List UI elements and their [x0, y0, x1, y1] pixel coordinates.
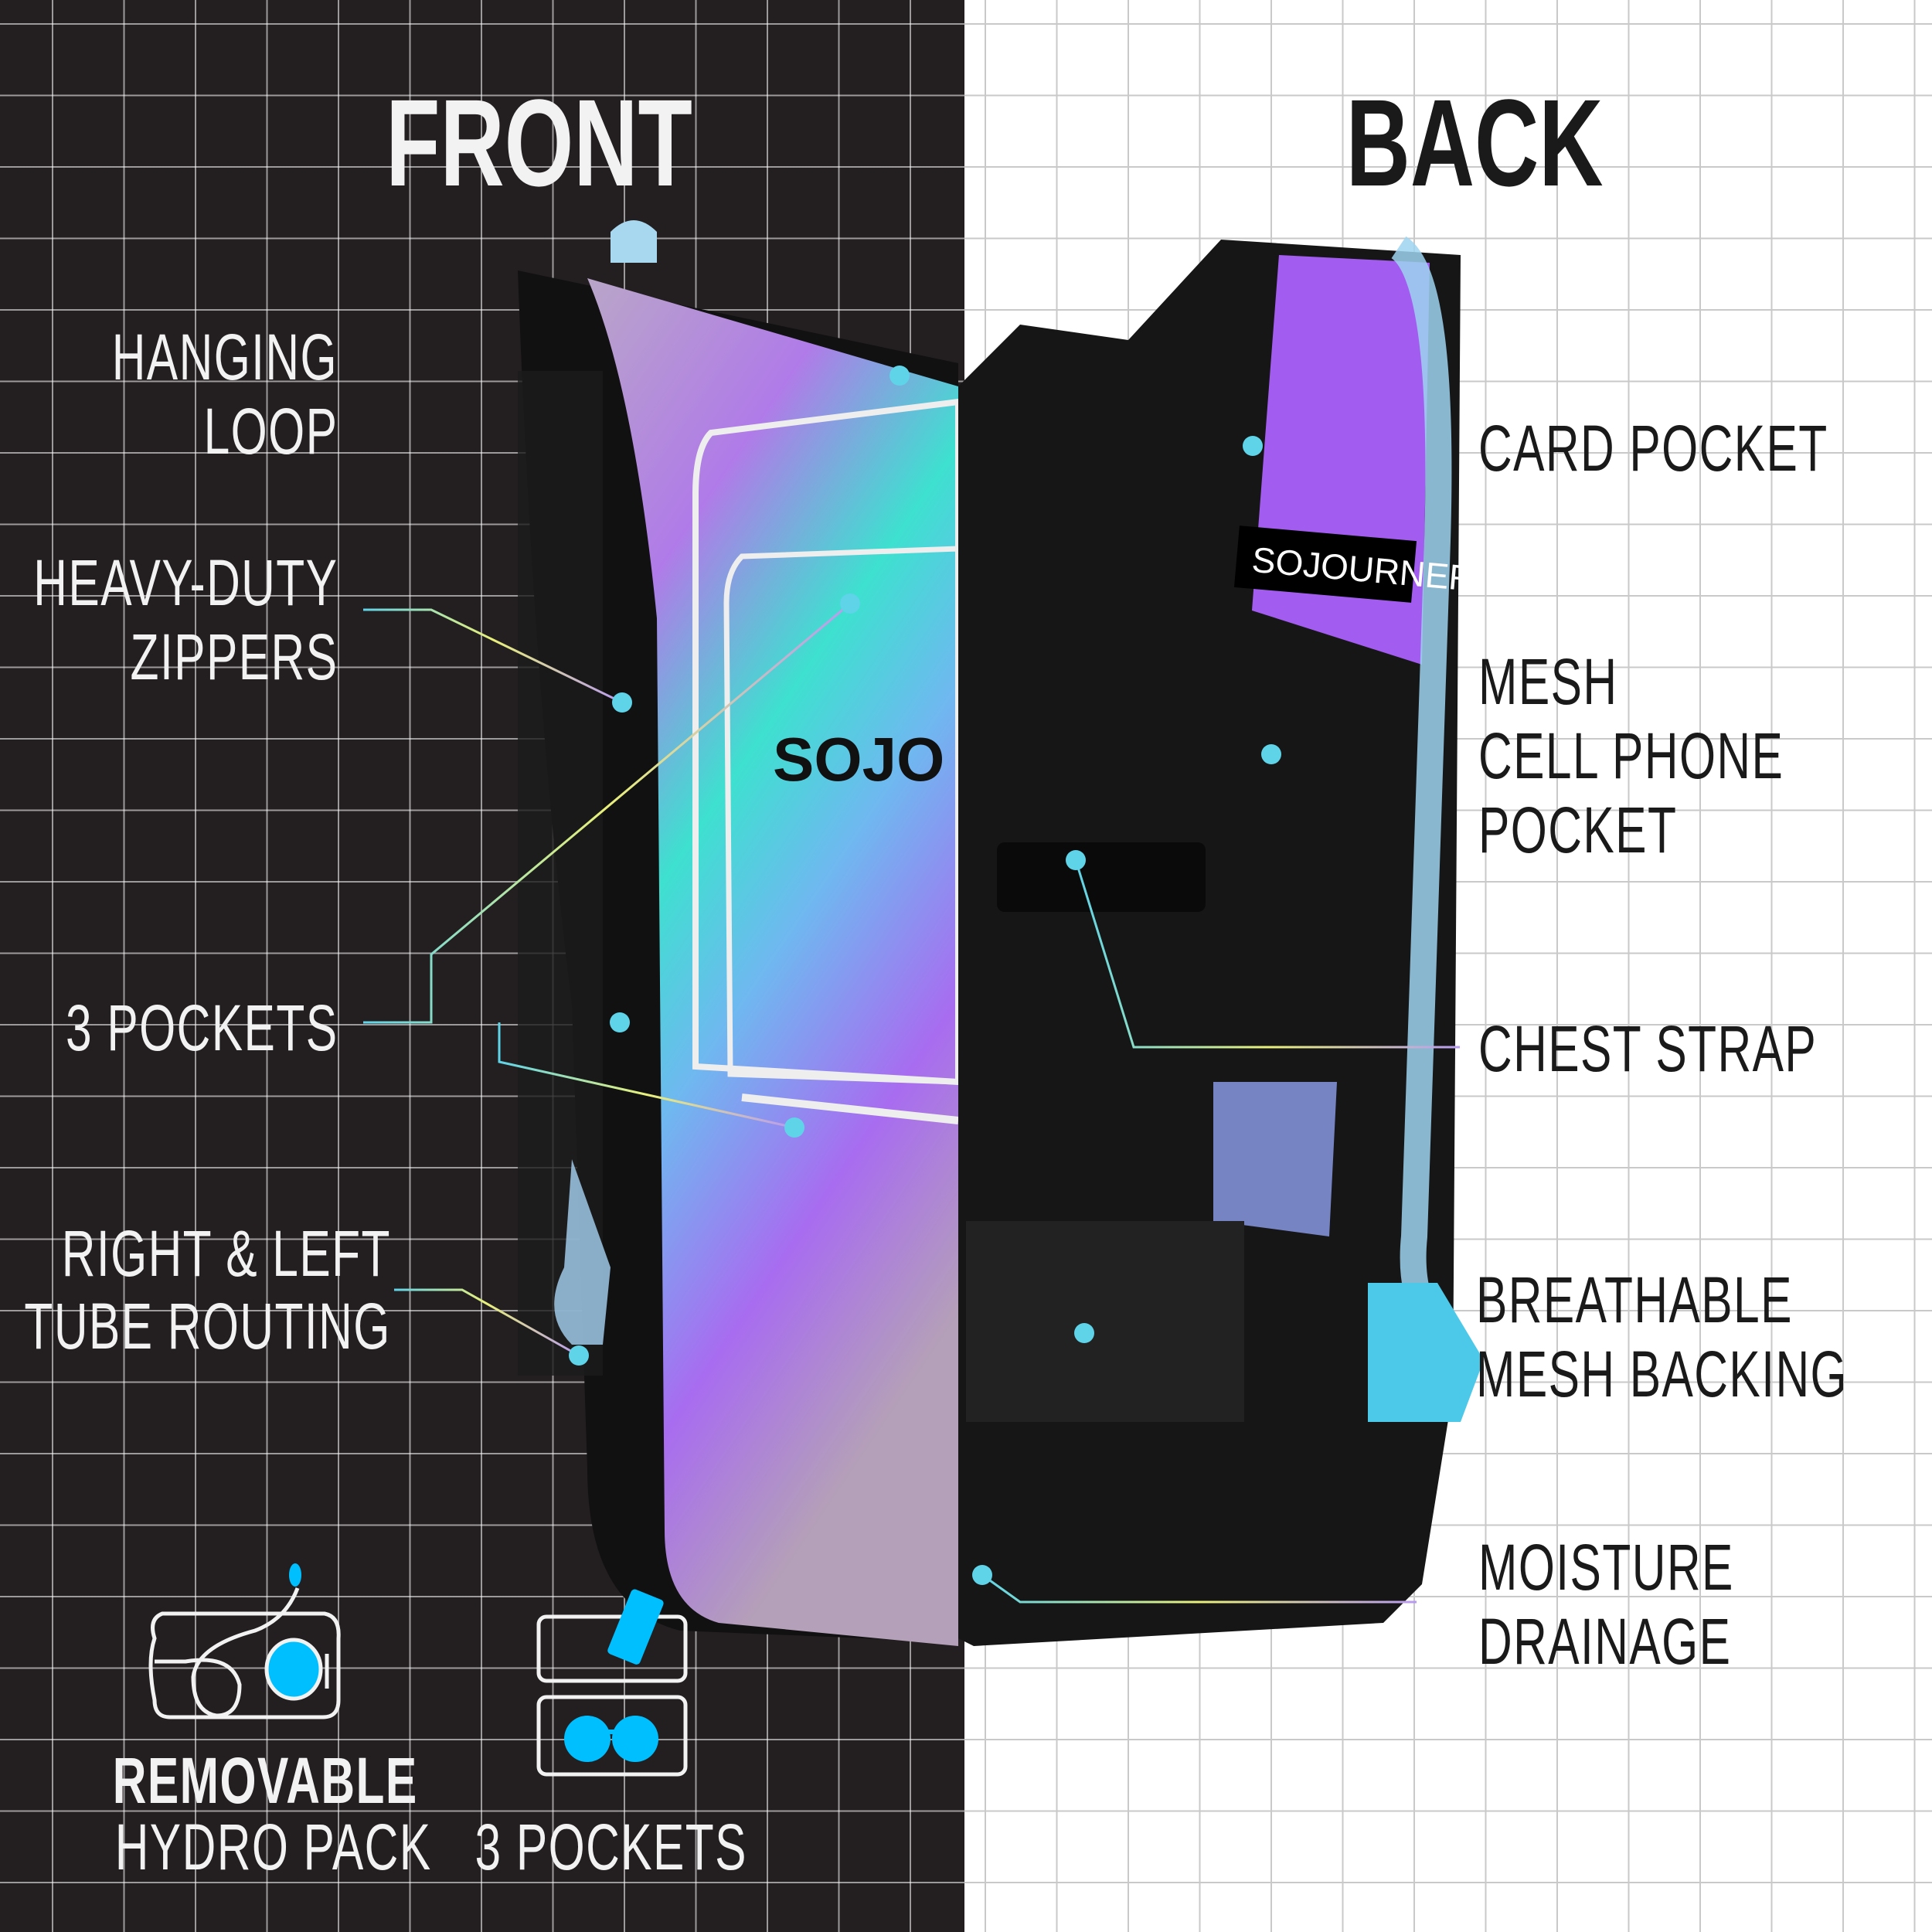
label-tube-routing: RIGHT & LEFT — [61, 1217, 391, 1290]
label-mesh-backing: BREATHABLE — [1476, 1264, 1793, 1336]
label-mesh-backing-2: MESH BACKING — [1476, 1338, 1849, 1410]
label-cell-pocket-3: POCKET — [1478, 794, 1678, 866]
callout-pocket-1 — [363, 602, 851, 1024]
callout-chest-strap — [1074, 859, 1460, 1049]
label-chest-strap: CHEST STRAP — [1478, 1012, 1818, 1085]
hydration-bladder-icon — [148, 1563, 341, 1719]
phone-icon — [607, 1589, 664, 1665]
front-title: FRONT — [386, 73, 692, 212]
label-heavy-duty-zippers-2: ZIPPERS — [130, 621, 338, 693]
label-drainage: MOISTURE — [1478, 1531, 1734, 1604]
callout-dots — [569, 366, 1281, 1585]
badge-pockets-line1: 3 POCKETS — [474, 1811, 748, 1883]
callout-lines — [363, 374, 1478, 1604]
front-backpack — [518, 220, 961, 1646]
label-card-pocket: CARD POCKET — [1478, 412, 1828, 485]
back-title: BACK — [1345, 73, 1604, 212]
callout-tube-routing — [394, 1288, 580, 1357]
label-drainage-2: DRAINAGE — [1478, 1605, 1732, 1678]
sunglasses-icon — [564, 1716, 658, 1762]
back-backpack: SOJOURNER — [958, 236, 1484, 1646]
callout-pocket-3 — [498, 1022, 795, 1129]
label-cell-pocket: MESH — [1478, 645, 1618, 718]
label-3-pockets: 3 POCKETS — [65, 992, 338, 1064]
label-hanging-loop-2: LOOP — [203, 395, 338, 468]
front-logo: SOJO — [773, 725, 944, 794]
label-cell-pocket-2: CELL PHONE — [1478, 719, 1784, 792]
label-heavy-duty-zippers: HEAVY-DUTY — [32, 546, 338, 619]
callout-zippers — [363, 608, 623, 704]
badge-hydro-line2: HYDRO PACK — [114, 1811, 432, 1883]
pockets-icon — [536, 1589, 688, 1777]
badge-hydro-line1: REMOVABLE — [112, 1744, 418, 1817]
callout-drainage — [981, 1573, 1417, 1604]
label-hanging-loop: HANGING — [111, 321, 338, 393]
label-tube-routing-2: TUBE ROUTING — [24, 1290, 391, 1362]
